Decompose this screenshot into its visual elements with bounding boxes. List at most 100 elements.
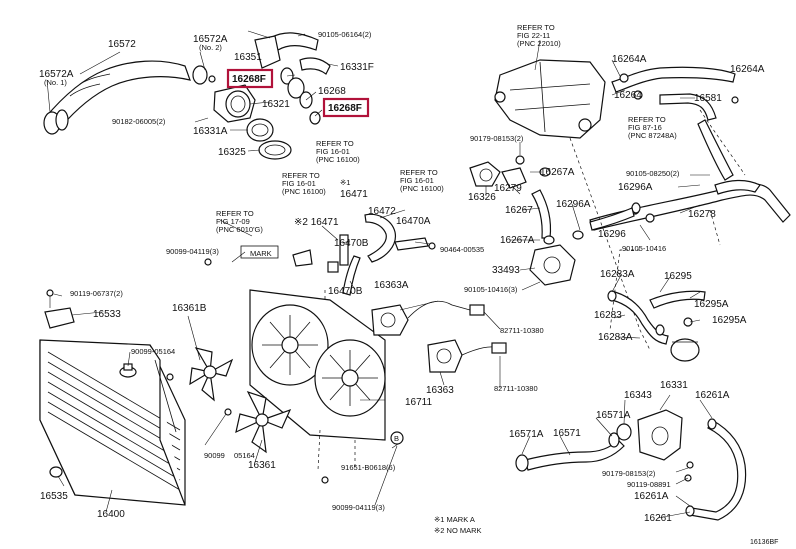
label-16572: 16572 [108,39,136,50]
label-ref-22-11-3: (PNC 22010) [517,39,561,48]
label-16261A-a: 16261A [695,390,730,401]
label-ref-17-09-1: REFER TO [216,209,254,218]
label-16711: 16711 [405,397,433,408]
label-ref-16-01-b-2: FIG 16-01 [400,176,434,185]
screws-90099-04119 [204,258,329,484]
label-16283: 16283 [594,310,622,321]
tag-16471-mark [240,245,313,267]
label-16268F-b: 16268F [328,103,362,114]
label-16571A-b: 16571A [509,429,544,440]
label-91651: 91651-B0618(6) [341,463,396,472]
label-82711-10380-b: 82711-10380 [494,384,538,393]
label-ref-22-11-1: REFER TO [517,23,555,32]
label-16361: 16361 [248,460,276,471]
water-pump-33493[interactable] [529,244,576,286]
label-ref-16-01-b-1: REFER TO [400,168,438,177]
label-16261A-b: 16261A [634,491,669,502]
label-16572A-left: 16572A [39,69,74,80]
label-ref-16-01-c-1: REFER TO [282,171,320,180]
label-16325: 16325 [218,147,246,158]
fan-shroud-16711[interactable] [249,289,386,441]
label-90182-06005: 90182-06005(2) [112,117,166,126]
label-16572A-left-sub: (No. 1) [44,78,67,87]
label-90105-10416-b: 90105-10416(3) [464,285,518,294]
label-82711-10380-a: 82711-10380 [500,326,544,335]
label-16581: 16581 [694,93,722,104]
heater-hose-16278[interactable] [589,119,791,231]
label-90179-08153-a: 90179-08153(2) [470,134,524,143]
hose-16283[interactable] [611,291,669,345]
label-16296A-b: 16296A [618,182,653,193]
highlight-16268F-a[interactable] [226,68,274,89]
label-ref-87-16-3: (PNC 87248A) [628,131,677,140]
fan-16361[interactable] [235,390,292,454]
clamps-16283A [607,290,665,336]
label-ref-16-01-a-3: (PNC 16100) [316,155,360,164]
label-16264: 16264 [614,90,642,101]
gaskets-16268 [280,67,321,125]
reservoir-hose-16472[interactable] [364,213,397,263]
label-16470B: 16470B [334,238,369,249]
label-90119-06737: 90119-06737(2) [70,289,123,298]
bracket-16470B [327,234,349,273]
label-90099-b2: 05164 [234,451,255,460]
fan-motor-16363A[interactable] [371,300,485,336]
label-ref-16-01-b-3: (PNC 16100) [400,184,444,193]
label-ref-22-11-2: FIG 22-11 [517,31,550,40]
label-16296: 16296 [598,229,626,240]
water-valve[interactable] [670,338,700,362]
bypass-hose-16264[interactable] [611,66,736,100]
fan-motor-16363[interactable] [427,339,507,373]
hose-16267[interactable] [515,155,552,239]
water-inlet-pipe-16331[interactable] [637,409,683,461]
label-90099-b1: 90099 [204,451,225,460]
label-90464-00535: 90464-00535 [440,245,484,254]
lower-radiator-hose-16571[interactable] [524,439,625,471]
water-outlet-housing[interactable] [494,59,606,139]
label-16331F: 16331F [340,62,374,73]
pipe-16351[interactable] [254,32,319,69]
label-16268F-a: 16268F [232,74,266,85]
highlight-16268F-b[interactable] [322,97,370,118]
label-16533: 16533 [93,309,121,320]
hose-16331F[interactable] [299,57,331,75]
nut-90099-05164 [166,373,232,416]
thermostat-16325[interactable] [258,140,292,160]
label-16572A-top: 16572A [193,34,228,45]
label-16283A-b: 16283A [598,332,633,343]
hose-16470[interactable] [394,237,436,251]
water-inlet[interactable] [213,84,256,123]
label-16572A-top-sub: (No. 2) [199,43,222,52]
hose-16296[interactable] [589,207,635,231]
clamps-16571A [515,432,620,472]
label-16278: 16278 [688,209,716,220]
label-ref-16-01-a-1: REFER TO [316,139,354,148]
label-16472: 16472 [368,206,396,217]
label-16261: 16261 [644,513,672,524]
label-16571: 16571 [553,428,581,439]
label-16295A-b: 16295A [712,315,747,326]
label-ref-16-01-c-2: FIG 16-01 [282,179,316,188]
label-16295A-a: 16295A [694,299,729,310]
callout-b-letter: B [394,434,399,443]
hose-16295[interactable] [649,290,706,327]
hose-16261[interactable] [684,418,747,521]
label-16471-star1: ※1 [340,178,350,187]
label-16264A-b: 16264A [730,64,765,75]
label-33493: 33493 [492,265,520,276]
label-16471: 16471 [340,189,368,200]
fan-16361B[interactable] [189,347,234,402]
label-16321: 16321 [262,99,290,110]
radiator-cap[interactable] [119,363,137,378]
bracket-16279 [501,167,527,189]
label-mark-box: MARK [250,249,272,258]
radiator-16400[interactable] [39,339,186,506]
hose-16581[interactable] [659,93,739,121]
label-16400: 16400 [97,509,125,520]
label-16361B: 16361B [172,303,207,314]
thermostat-gasket-16331A [246,118,274,142]
label-ref-16-01-a-2: FIG 16-01 [316,147,350,156]
label-90099-05164-a: 90099-05164 [131,347,175,356]
